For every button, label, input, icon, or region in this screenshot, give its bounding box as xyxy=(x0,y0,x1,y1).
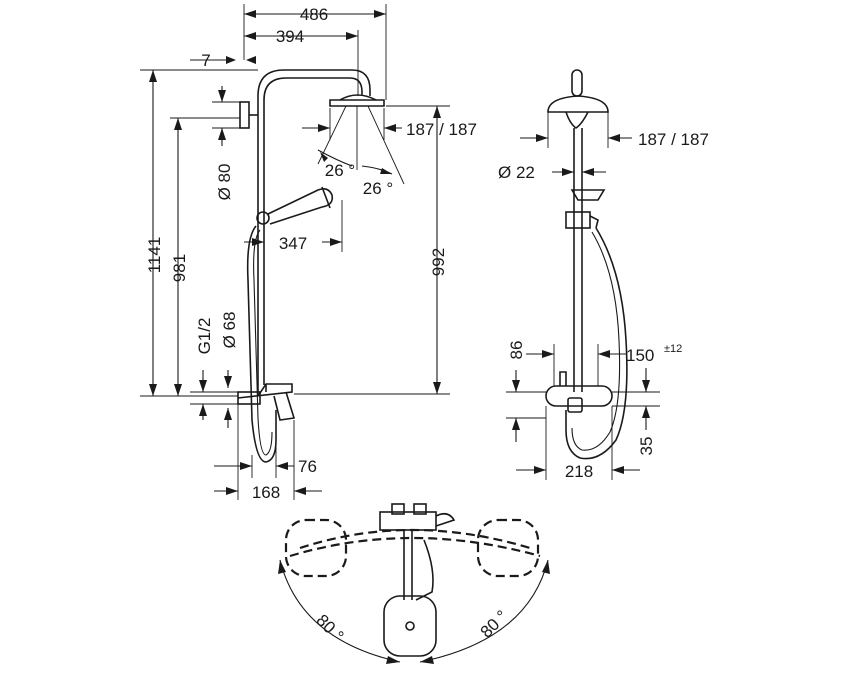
front-hose xyxy=(565,227,628,460)
dim-86: 86 xyxy=(507,341,526,360)
dim-992: 992 xyxy=(429,248,448,276)
dim-150: 150 xyxy=(626,346,654,365)
dim-dia-68: Ø 68 xyxy=(220,312,239,349)
slider-holder xyxy=(256,211,270,225)
overhead-shower xyxy=(329,99,385,107)
spout xyxy=(273,391,296,421)
wall-bracket xyxy=(239,101,250,129)
side-view: 486 394 7 1141 981 Ø 80 xyxy=(140,4,477,502)
dim-7: 7 xyxy=(201,51,210,70)
dim-981: 981 xyxy=(170,254,189,282)
dim-218: 218 xyxy=(565,462,593,481)
dim-168: 168 xyxy=(252,483,280,502)
dim-394: 394 xyxy=(276,27,304,46)
dim-347: 347 xyxy=(279,234,307,253)
dim-g12: G1/2 xyxy=(195,318,214,355)
top-overhead-shower xyxy=(383,595,437,657)
dim-187-187-front: 187 / 187 xyxy=(638,130,709,149)
dim-486: 486 xyxy=(300,5,328,24)
top-view: 80 ° 80 ° xyxy=(278,503,550,664)
swing-arm-dashed xyxy=(289,536,541,558)
front-slider xyxy=(565,211,591,229)
dim-dia-80: Ø 80 xyxy=(215,164,234,201)
top-mixer xyxy=(379,511,437,531)
dim-angle-80-right: 80 ° xyxy=(477,607,512,642)
hand-shower xyxy=(267,188,334,225)
front-view: 187 / 187 Ø 22 86 150 ±12 35 xyxy=(498,69,709,481)
dim-76: 76 xyxy=(298,457,317,476)
shower-position-left xyxy=(284,518,348,578)
dim-angle-26-left: 26 ° xyxy=(325,161,355,180)
dim-35: 35 xyxy=(637,437,656,456)
dim-angle-26-right: 26 ° xyxy=(363,179,393,198)
hose xyxy=(246,225,277,463)
front-overhead-shower xyxy=(547,95,609,113)
dim-1141: 1141 xyxy=(145,237,164,274)
dim-187-187-side: 187 / 187 xyxy=(406,120,477,139)
dim-dia-22: Ø 22 xyxy=(498,163,535,182)
riser-pipe xyxy=(257,69,371,395)
mixer-body xyxy=(237,383,293,399)
dim-150-tolerance: ±12 xyxy=(664,343,682,355)
riser-pipe-inner xyxy=(263,77,363,385)
front-mixer xyxy=(545,385,613,407)
shower-position-right xyxy=(476,518,540,578)
front-hand-shower xyxy=(570,189,606,201)
